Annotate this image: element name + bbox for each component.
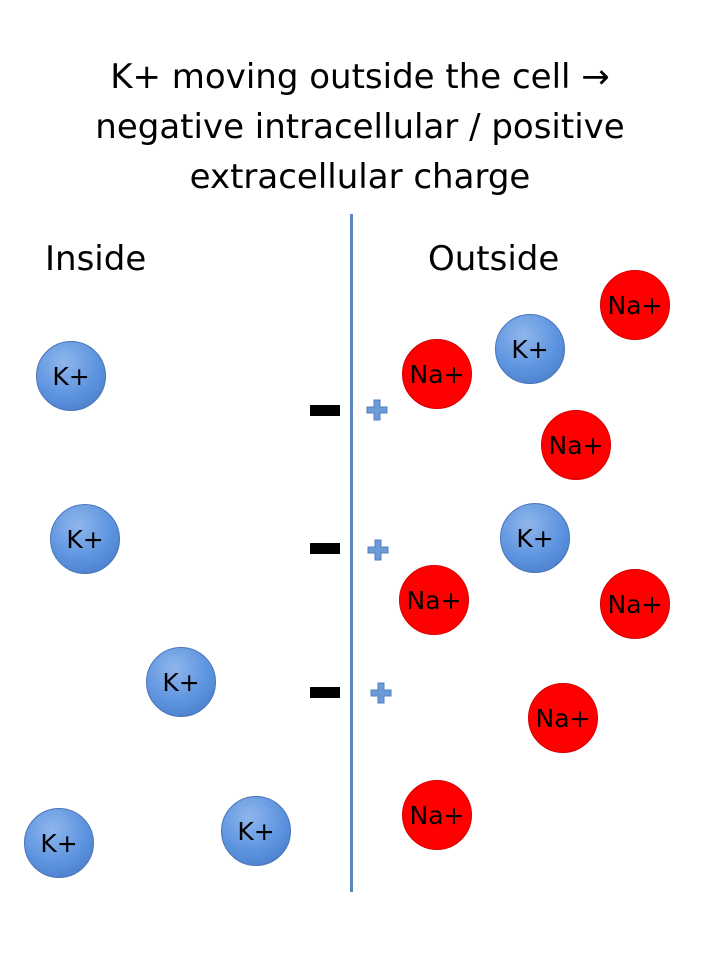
sodium-ion: Na+ bbox=[402, 780, 472, 850]
title-line-1: K+ moving outside the cell → bbox=[110, 57, 610, 97]
inside-label: Inside bbox=[45, 239, 147, 279]
title-line-3: extracellular charge bbox=[189, 157, 531, 197]
positive-charge-icon bbox=[367, 539, 389, 561]
sodium-ion: Na+ bbox=[600, 270, 670, 340]
sodium-ion: Na+ bbox=[402, 339, 472, 409]
potassium-ion-inside: K+ bbox=[24, 808, 94, 878]
potassium-ion-inside: K+ bbox=[221, 796, 291, 866]
title-line-2: negative intracellular / positive bbox=[95, 107, 625, 147]
negative-charge-icon bbox=[310, 687, 340, 698]
potassium-ion-inside: K+ bbox=[36, 341, 106, 411]
diagram-title: K+ moving outside the cell → negative in… bbox=[0, 52, 720, 202]
cell-membrane-line bbox=[350, 214, 353, 892]
outside-label: Outside bbox=[428, 239, 560, 279]
sodium-ion: Na+ bbox=[600, 569, 670, 639]
sodium-ion: Na+ bbox=[541, 410, 611, 480]
positive-charge-icon bbox=[366, 399, 388, 421]
negative-charge-icon bbox=[310, 405, 340, 416]
potassium-ion-outside: K+ bbox=[500, 503, 570, 573]
potassium-ion-inside: K+ bbox=[50, 504, 120, 574]
potassium-ion-outside: K+ bbox=[495, 314, 565, 384]
sodium-ion: Na+ bbox=[528, 683, 598, 753]
sodium-ion: Na+ bbox=[399, 565, 469, 635]
potassium-ion-inside: K+ bbox=[146, 647, 216, 717]
negative-charge-icon bbox=[310, 543, 340, 554]
positive-charge-icon bbox=[370, 682, 392, 704]
